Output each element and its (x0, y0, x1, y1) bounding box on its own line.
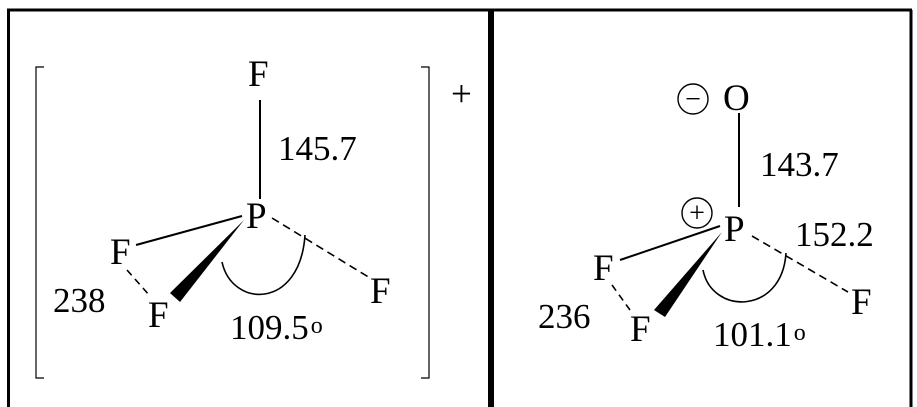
atom-f-right: F (851, 282, 872, 323)
wedge-bond-p-f-bottom (654, 232, 722, 317)
bond-angle-label: 101.1o (713, 315, 806, 354)
atom-f-bottom: F (148, 295, 169, 336)
dashed-bond-p-f-right (271, 217, 371, 279)
degree-symbol: o (311, 313, 323, 339)
right-panel-opf3: − + O P F F F 143.7 152.2 236 101.1o (538, 78, 874, 354)
plus-charge-sign: + (689, 198, 705, 229)
right-bracket (421, 66, 430, 379)
atom-f-left: F (593, 248, 614, 289)
minus-charge-sign: − (685, 84, 701, 115)
bond-angle-value: 101.1 (713, 315, 792, 354)
bond-length-label: 145.7 (278, 129, 357, 168)
f-f-distance-label: 238 (53, 281, 106, 320)
ion-brackets (35, 66, 430, 379)
oxygen-negative-charge: − (677, 83, 709, 115)
atom-f-right: F (370, 271, 391, 312)
bond-p-f-left (135, 215, 243, 246)
atom-f-top: F (248, 54, 269, 95)
wedge-bond-p-f-bottom (170, 220, 244, 302)
figure-frame (7, 8, 913, 407)
degree-symbol: o (794, 320, 806, 346)
dashed-bond-p-f-right (751, 235, 849, 293)
left-panel-pf4-cation: + F P F F F 145.7 238 109.5o (35, 54, 472, 379)
po-bond-length-label: 143.7 (760, 145, 839, 184)
plus-charge-circle (681, 197, 713, 229)
left-bracket (35, 66, 44, 379)
angle-arc (221, 234, 306, 296)
atom-f-left: F (110, 232, 131, 273)
atom-f-bottom: F (630, 309, 651, 350)
phosphorus-positive-charge: + (681, 197, 713, 229)
angle-arc (702, 252, 787, 303)
dashed-f-f-contact (611, 284, 631, 311)
minus-charge-circle (677, 83, 709, 115)
bond-angle-value: 109.5 (230, 308, 309, 347)
f-f-distance-label: 236 (538, 297, 591, 336)
atom-p-center: P (246, 196, 267, 237)
atom-o-top: O (723, 78, 750, 119)
pf-bond-length-label: 152.2 (795, 215, 874, 254)
ion-charge-plus: + (451, 74, 472, 115)
atom-p-center: P (724, 209, 745, 250)
bond-angle-label: 109.5o (230, 308, 323, 347)
bond-p-f-left (619, 225, 721, 261)
dashed-f-f-contact (126, 269, 151, 297)
